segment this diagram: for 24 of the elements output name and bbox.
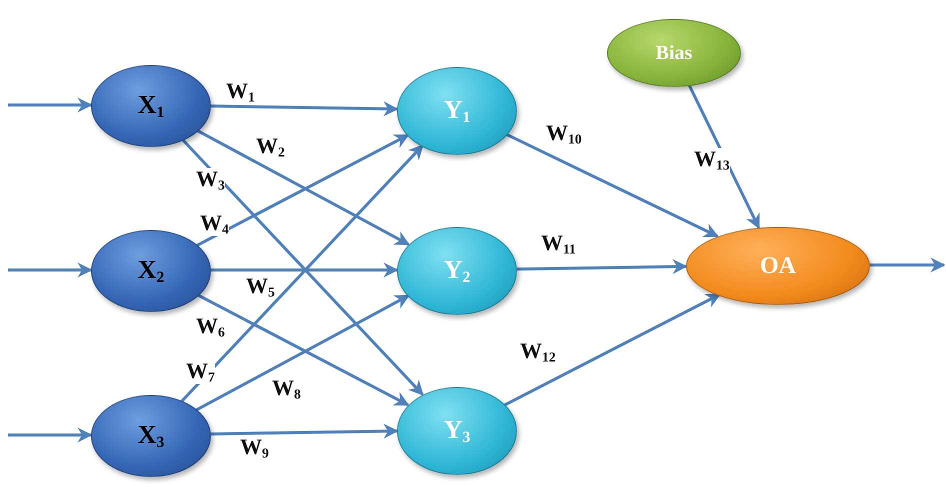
arrow [868, 258, 946, 272]
edge-label: W$_{13}$ [694, 148, 730, 172]
neuron-ellipse [397, 67, 517, 155]
node-label: OA [760, 254, 796, 278]
node-label: Y$_{2}$ [444, 256, 470, 286]
neuron-ellipse [91, 395, 211, 477]
arrow [209, 262, 398, 278]
node-label: X$_{2}$ [138, 256, 164, 286]
node-label: Y$_{1}$ [444, 96, 470, 126]
node-label: X$_{3}$ [138, 422, 164, 450]
arrow [8, 262, 92, 278]
arrow [514, 259, 688, 274]
arrow [208, 101, 399, 116]
node-label: Y$_{3}$ [444, 416, 470, 446]
arrow [8, 98, 92, 112]
arrow [504, 293, 721, 407]
arrow [8, 428, 92, 442]
node-label: Bias [656, 43, 692, 63]
neuron-ellipse [397, 387, 517, 475]
arrow [208, 424, 399, 439]
neuron-ellipse [397, 227, 517, 315]
arrow [504, 132, 719, 238]
node-label: X$_{1}$ [138, 92, 164, 120]
edge-label: W$_{3}$ [196, 168, 225, 192]
